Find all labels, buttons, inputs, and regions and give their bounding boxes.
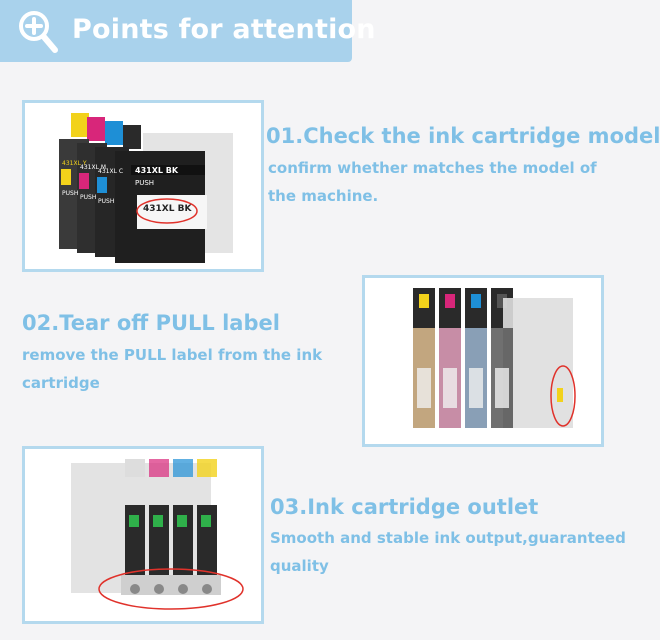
highlight-circle (550, 365, 576, 427)
black-cap (123, 125, 141, 149)
page-title: Points for attention (72, 14, 376, 45)
cyan-cap (105, 121, 123, 145)
pull-label-photo (362, 275, 604, 447)
magnifier-plus-icon (19, 11, 58, 53)
highlight-circle (98, 568, 244, 610)
push-black: PUSH (135, 179, 154, 187)
step-2-desc: remove the PULL label from the ink cartr… (22, 346, 323, 392)
cartridge-front-illustration (413, 288, 576, 428)
cartridge-outlet-illustration (71, 459, 244, 610)
label-cyan: 431XL C (98, 168, 123, 175)
cartridge-model-photo: 431XL Y 431XL M 431XL C PUSH PUSH PUSH 4… (22, 100, 264, 272)
push-magenta: PUSH (80, 194, 96, 201)
push-yellow: PUSH (62, 190, 78, 197)
ink-outlet-photo (22, 446, 264, 624)
step-3-desc: Smooth and stable ink output,guaranteed … (270, 529, 626, 575)
step-1-title: 01.Check the ink cartridge model (266, 124, 660, 148)
step-2-title: 02.Tear off PULL label (22, 311, 280, 335)
highlight-circle (136, 198, 198, 224)
label-yellow: 431XL Y (62, 160, 87, 167)
step-1-desc: confirm whether matches the model of the… (268, 159, 597, 205)
push-cyan: PUSH (98, 198, 114, 205)
magenta-cap (87, 117, 105, 141)
model-sticker-text: 431XL BK (143, 204, 192, 214)
label-magenta: 431XL M (80, 164, 106, 171)
yellow-cap (71, 113, 89, 137)
step-3-title: 03.Ink cartridge outlet (270, 495, 539, 519)
header-banner: Points for attention (0, 0, 376, 62)
cartridge-set-illustration: 431XL Y 431XL M 431XL C PUSH PUSH PUSH 4… (59, 113, 233, 263)
label-black: 431XL BK (135, 166, 179, 175)
